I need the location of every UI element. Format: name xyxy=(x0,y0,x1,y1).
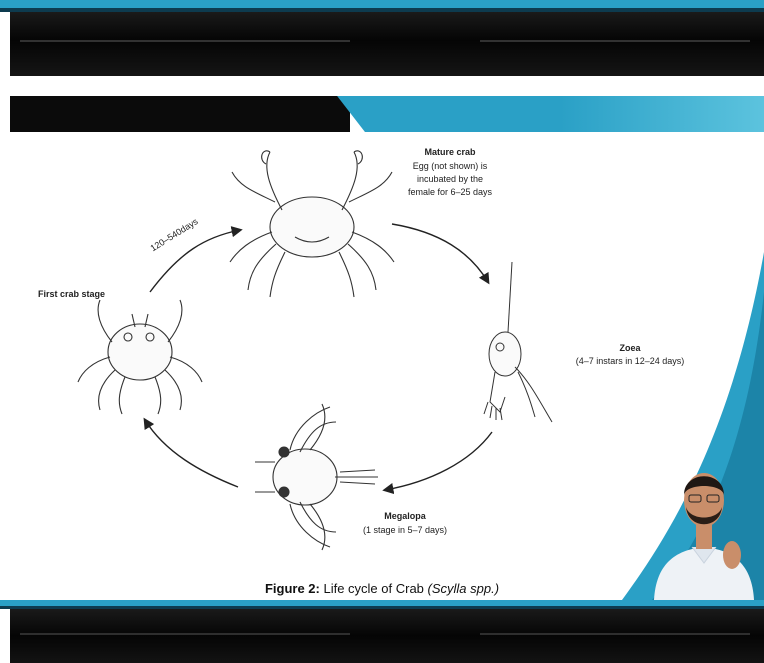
bottom-shine-right xyxy=(480,633,750,635)
slide-header xyxy=(0,96,764,132)
mature-crab-illustration xyxy=(230,151,394,297)
zoea-detail: (4–7 instars in 12–24 days) xyxy=(560,355,700,367)
top-banner xyxy=(0,0,764,78)
presenter-video xyxy=(644,455,764,600)
zoea-title: Zoea xyxy=(560,342,700,354)
arrow-megalopa-to-first xyxy=(145,420,238,487)
mature-crab-title: Mature crab xyxy=(400,146,500,158)
slide-header-accent-light xyxy=(560,96,764,132)
mature-crab-line1: Egg (not shown) is xyxy=(400,160,500,172)
mature-crab-line3: female for 6–25 days xyxy=(390,186,510,198)
arrow-zoea-to-megalopa xyxy=(385,432,492,490)
top-shine-right xyxy=(480,40,750,42)
bottom-shine-left xyxy=(20,633,350,635)
megalopa-title: Megalopa xyxy=(355,510,455,522)
top-accent-strip xyxy=(0,0,764,8)
bottom-banner xyxy=(0,600,764,663)
mature-crab-line2: incubated by the xyxy=(400,173,500,185)
caption-prefix: Figure 2: xyxy=(265,581,320,596)
top-shine-left xyxy=(20,40,350,42)
zoea-illustration xyxy=(484,262,552,422)
arrow-mature-to-zoea xyxy=(392,224,488,282)
caption-text: Life cycle of Crab xyxy=(320,581,428,596)
caption-species: (Scylla spp.) xyxy=(428,581,500,596)
slide-header-dark xyxy=(10,96,350,132)
first-crab-illustration xyxy=(78,300,202,414)
first-crab-title: First crab stage xyxy=(38,288,105,300)
top-black-bar xyxy=(10,12,764,76)
bottom-black-bar xyxy=(10,609,764,663)
megalopa-detail: (1 stage in 5–7 days) xyxy=(345,524,465,536)
